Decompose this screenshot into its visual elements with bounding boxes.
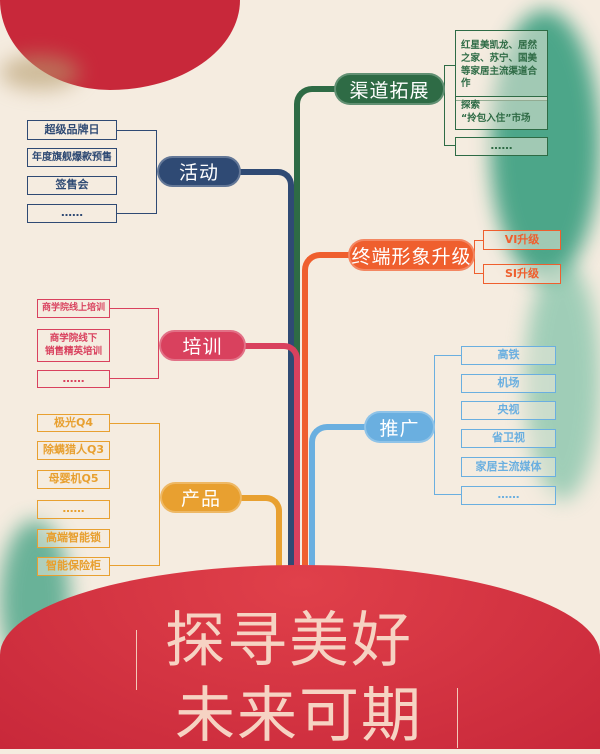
activity-item: 年度旗舰爆款预售	[27, 148, 117, 167]
trunk-training	[244, 343, 300, 593]
branch-promo: 推广	[364, 411, 435, 443]
product-item: 母婴机Q5	[37, 470, 110, 489]
bracket-product	[110, 423, 160, 566]
promo-item: ……	[461, 486, 556, 505]
training-item: 商学院线下 销售精英培训	[37, 329, 110, 362]
bracket-promo	[434, 355, 461, 495]
gold-cloud	[0, 55, 80, 90]
channel-item: 探索 “拎包入住”市场	[455, 96, 548, 130]
bracket-terminal	[474, 240, 483, 274]
trunk-channel	[294, 86, 336, 586]
branch-terminal: 终端形象升级	[348, 239, 475, 271]
trunk-promo	[309, 424, 366, 594]
activity-item: ……	[27, 204, 117, 223]
branch-activity: 活动	[157, 156, 241, 187]
deco-line	[136, 630, 137, 690]
deco-line	[457, 688, 458, 748]
promo-item: 省卫视	[461, 429, 556, 448]
channel-item: ……	[455, 137, 548, 156]
slogan-line-1: 探寻美好	[165, 606, 413, 676]
product-item: ……	[37, 500, 110, 519]
activity-item: 超级品牌日	[27, 120, 117, 140]
promo-item: 高铁	[461, 346, 556, 365]
trunk-activity	[240, 169, 294, 589]
product-item: 高端智能锁	[37, 529, 110, 548]
training-item: 商学院线上培训	[37, 299, 110, 318]
branch-product: 产品	[160, 482, 242, 513]
product-item: 极光Q4	[37, 414, 110, 432]
activity-item: 签售会	[27, 176, 117, 195]
branch-training: 培训	[159, 330, 246, 361]
slogan-line-2: 未来可期	[175, 681, 423, 751]
bracket-channel	[444, 65, 455, 146]
branch-channel: 渠道拓展	[334, 73, 445, 105]
terminal-item: SI升级	[483, 264, 561, 284]
bracket-activity	[117, 130, 157, 214]
channel-item: 红星美凯龙、居然之家、苏宁、国美等家居主流渠道合作	[455, 30, 548, 101]
promo-item: 机场	[461, 374, 556, 393]
training-item: ……	[37, 370, 110, 388]
product-item: 智能保险柜	[37, 557, 110, 576]
terminal-item: VI升级	[483, 230, 561, 250]
bracket-training	[110, 308, 159, 379]
bottom-red-circle	[0, 565, 600, 749]
trunk-terminal	[302, 252, 350, 592]
promo-item: 央视	[461, 401, 556, 420]
promo-item: 家居主流媒体	[461, 457, 556, 477]
product-item: 除螨猎人Q3	[37, 441, 110, 460]
trunk-product	[240, 495, 282, 595]
